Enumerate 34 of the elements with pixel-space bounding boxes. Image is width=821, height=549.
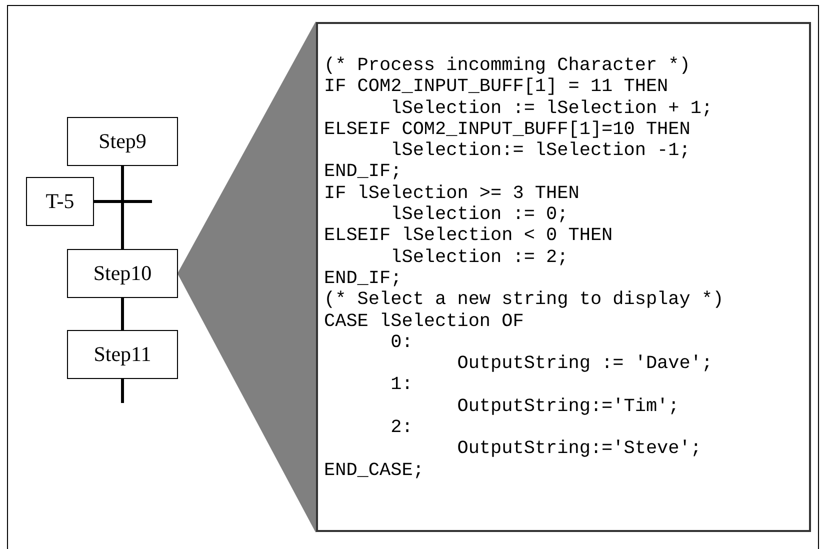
code-line: lSelection:= lSelection -1; [390,140,690,162]
code-line: END_IF; [324,161,402,183]
connector-line [94,200,152,203]
step-label: Step9 [98,128,146,155]
zoom-callout-wedge [177,22,316,532]
code-line: END_CASE; [324,460,424,481]
code-line: CASE lSelection OF [324,310,524,332]
code-line: lSelection := lSelection + 1; [390,98,713,119]
connector-line [121,379,124,403]
connector-line [121,166,124,249]
code-line: lSelection := 2; [390,246,568,268]
code-line: (* Select a new string to display *) [324,289,724,311]
step-label: T-5 [46,188,74,215]
code-line: ELSEIF COM2_INPUT_BUFF[1]=10 THEN [324,118,690,140]
step-label: Step11 [94,340,152,368]
code-panel [316,22,811,532]
code-line: 1: [390,374,413,396]
code-line: OutputString:='Steve'; [456,438,702,460]
code-line: OutputString:='Tim'; [456,396,680,418]
step-label: Step10 [93,260,152,287]
code-line: END_IF; [324,268,402,290]
code-line: OutputString := 'Dave'; [456,353,713,374]
step-box [67,117,178,166]
code-line: IF COM2_INPUT_BUFF[1] = 11 THEN [324,76,668,98]
step-box [67,330,178,379]
code-line: 2: [390,417,413,438]
code-line: IF lSelection >= 3 THEN [324,182,580,204]
code-line: (* Process incomming Character *) [324,55,690,76]
step-box [67,249,178,298]
connector-line [121,298,124,330]
code-line: lSelection := 0; [390,204,568,226]
code-line: 0: [390,332,413,354]
step-box [26,177,94,226]
code-line: ELSEIF lSelection < 0 THEN [324,225,613,247]
